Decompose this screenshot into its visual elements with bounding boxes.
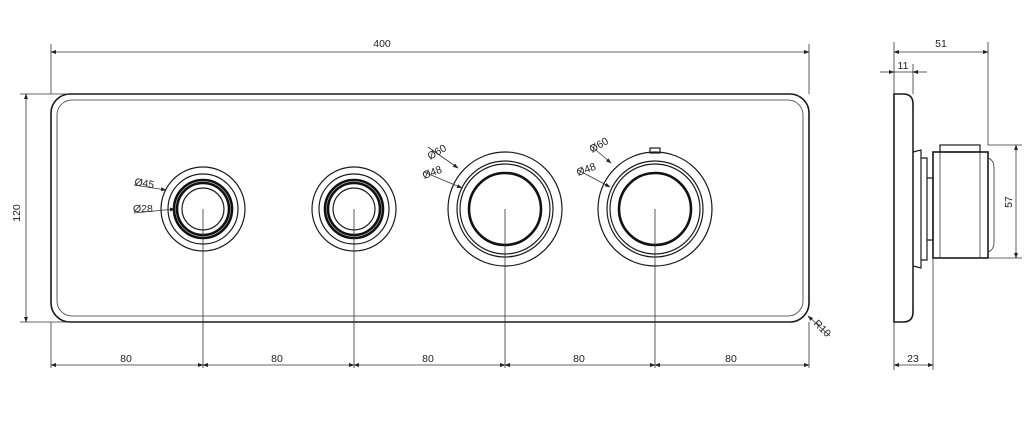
side-plate xyxy=(893,93,914,323)
dim-text-body-height: 57 xyxy=(1003,196,1015,208)
dim-text-side-depth: 51 xyxy=(935,38,947,50)
dim-text-knob-3-outer: 60 xyxy=(433,142,449,158)
dim-spacings: 80 80 80 80 80 xyxy=(50,353,810,367)
dim-knob-4-diameters: Ø60 Ø48 xyxy=(575,135,612,188)
dim-text-knob-1-inner: 28 xyxy=(141,203,153,215)
plate-outer-outline xyxy=(50,93,810,323)
dim-text-knob-3-inner: 48 xyxy=(429,164,444,179)
dim-text-spacing-2: 80 xyxy=(271,353,283,365)
svg-text:Ø48: Ø48 xyxy=(421,164,444,182)
dim-text-knob-4-inner: 48 xyxy=(583,161,598,176)
svg-text:Ø60: Ø60 xyxy=(426,142,449,162)
dim-overall-height: 120 xyxy=(11,93,28,323)
dim-knob-1-diameters: Ø45 Ø28 xyxy=(133,176,176,215)
dim-text-plate-thickness: 11 xyxy=(898,60,909,72)
dim-text-corner-radius: R10 xyxy=(811,318,833,340)
knob-3 xyxy=(447,151,563,267)
svg-text:Ø60: Ø60 xyxy=(588,135,611,155)
dim-body-height: 57 xyxy=(1003,144,1018,259)
svg-text:Ø45: Ø45 xyxy=(133,176,155,191)
side-view: 51 11 57 23 xyxy=(880,38,1022,370)
dim-overall-width: 400 xyxy=(50,38,810,54)
diameter-symbol: Ø xyxy=(133,176,143,189)
diameter-symbol: Ø xyxy=(575,165,587,179)
diameter-symbol: Ø xyxy=(133,203,141,215)
dim-text-spacing-3: 80 xyxy=(422,353,434,365)
dim-text-spacing-4: 80 xyxy=(573,353,585,365)
front-view: 400 120 80 80 80 80 80 R10 xyxy=(11,38,833,368)
dim-text-overall-width: 400 xyxy=(373,38,391,50)
dim-text-knob-1-outer: 45 xyxy=(142,178,156,192)
dim-text-base-depth: 23 xyxy=(907,353,919,365)
plate-inner-outline xyxy=(56,99,804,317)
diameter-symbol: Ø xyxy=(421,168,433,182)
dim-side-depth: 51 xyxy=(893,38,989,54)
svg-text:Ø28: Ø28 xyxy=(133,203,153,215)
dim-corner-radius: R10 xyxy=(807,315,833,340)
dim-plate-thickness: 11 xyxy=(880,60,927,74)
dim-knob-3-diameters: Ø60 Ø48 xyxy=(421,142,463,189)
dim-text-knob-4-outer: 60 xyxy=(595,135,611,151)
dim-text-overall-height: 120 xyxy=(11,204,23,222)
dim-text-spacing-1: 80 xyxy=(120,353,132,365)
dim-text-spacing-5: 80 xyxy=(725,353,737,365)
svg-text:Ø48: Ø48 xyxy=(575,161,598,179)
dim-base-depth: 23 xyxy=(893,353,934,367)
